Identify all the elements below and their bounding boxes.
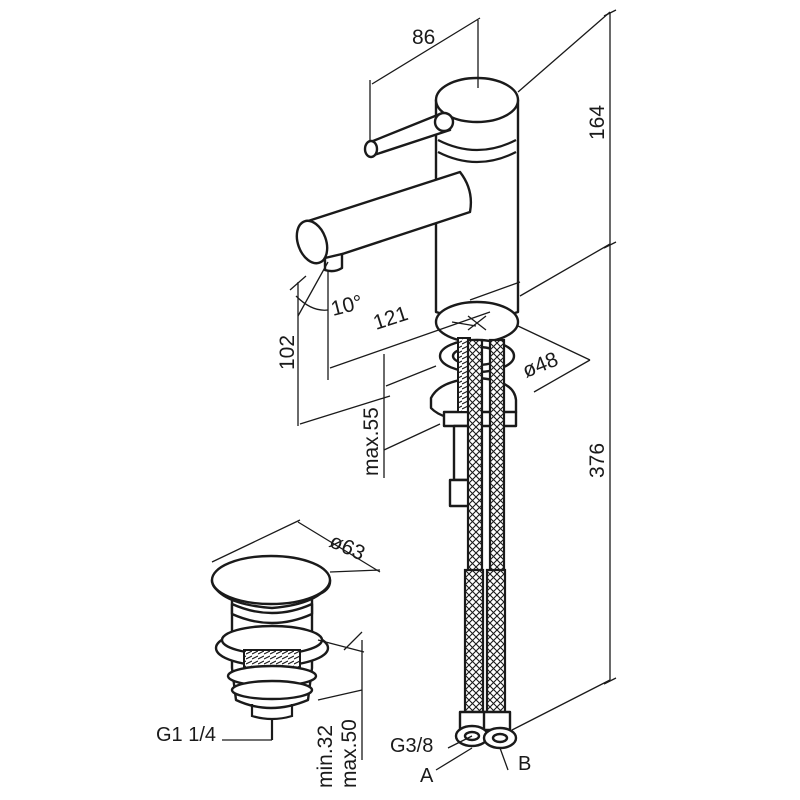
spout [295, 170, 473, 273]
label-hose-a: A [420, 765, 434, 787]
handle-lever [363, 111, 455, 159]
dim-deck-thickness: max.55 [360, 407, 383, 476]
dim-waste-min: min.32 [314, 725, 337, 788]
dim-waste-diameter: ø63 [326, 530, 368, 566]
label-hose-b: B [518, 753, 531, 775]
dim-spout-angle: 10° [329, 291, 365, 321]
dim-handle-reach: 86 [412, 26, 435, 49]
dim-body-height: 164 [586, 105, 609, 140]
dim-outlet-height: 102 [276, 335, 299, 370]
dim-total-height: 376 [586, 443, 609, 478]
braided-hoses [454, 338, 518, 750]
label-hose-thread: G3/8 [390, 735, 433, 757]
label-waste-thread: G1 1/4 [156, 724, 216, 746]
dimension-lines [211, 9, 617, 771]
dim-spout-reach: 121 [370, 302, 410, 335]
pop-up-waste [210, 554, 332, 740]
dim-base-diameter: ø48 [519, 348, 561, 383]
dim-waste-max: max.50 [338, 719, 361, 788]
